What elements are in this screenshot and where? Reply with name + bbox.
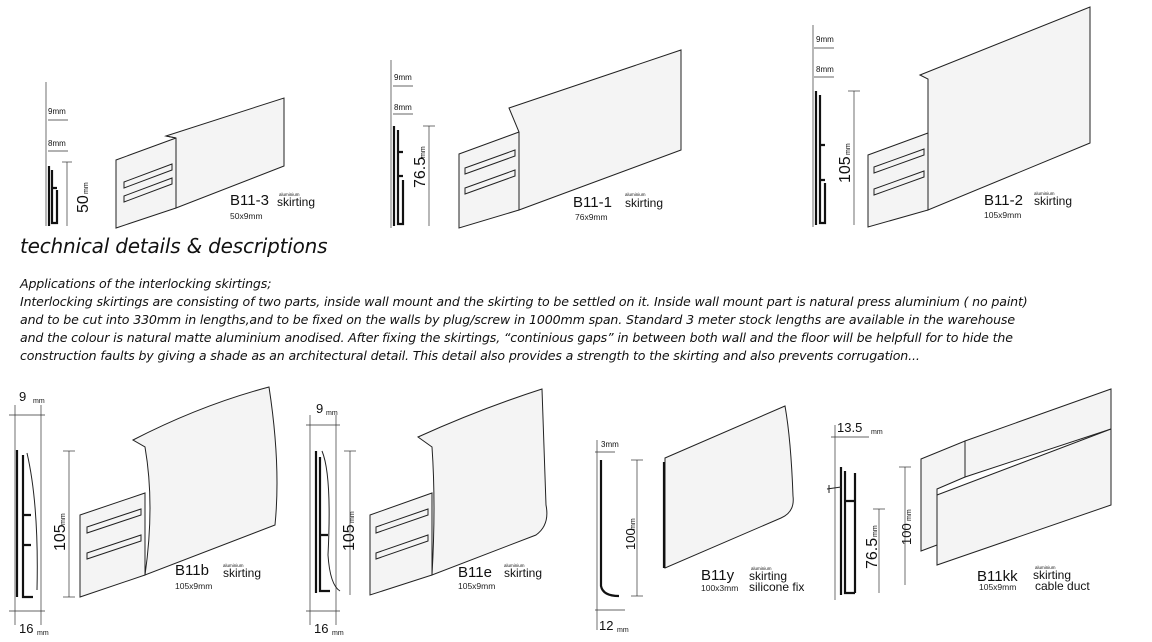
b11-2-size: 105x9mm bbox=[984, 210, 1021, 220]
b11-2-height-unit: mm bbox=[845, 143, 852, 155]
b11b-material: aluminium bbox=[223, 563, 244, 568]
b11-2-code: B11-2 bbox=[984, 192, 1023, 209]
b11-1-code: B11-1 bbox=[573, 194, 612, 211]
b11-3-height-value: 50 bbox=[75, 195, 92, 213]
b11kk-height2-value: 76.5 bbox=[864, 538, 881, 569]
b11kk-size: 105x9mm bbox=[979, 582, 1016, 592]
b11-1-illustration: 9mm 8mm 76.5 mm B11-1 aluminium skirting… bbox=[390, 49, 682, 229]
b11kk-code: B11kk bbox=[977, 568, 1018, 585]
b11-2-dim-top-b: 8mm bbox=[816, 65, 834, 74]
b11kk-top-value: 13.5 bbox=[837, 420, 862, 435]
b11y-height-unit: mm bbox=[630, 518, 637, 530]
b11-2-height-value: 105 bbox=[837, 156, 854, 183]
b11y-kind: skirting bbox=[749, 569, 787, 583]
description-line: and to be cut into 330mm in lengths,and … bbox=[20, 312, 1015, 327]
b11kk-height-value: 100 bbox=[899, 523, 914, 545]
b11e-illustration: 9 mm 105 mm 16 mm B11e aluminium skirtin… bbox=[306, 388, 548, 637]
b11-2-material: aluminium bbox=[1034, 191, 1055, 196]
b11kk-top-unit: mm bbox=[871, 429, 883, 436]
b11-1-dim-top-b: 8mm bbox=[394, 103, 412, 112]
b11y-code: B11y bbox=[701, 567, 735, 584]
b11b-bottom-value: 16 bbox=[19, 621, 33, 636]
section-heading: technical details & descriptions bbox=[20, 234, 328, 258]
b11kk-extra: cable duct bbox=[1035, 579, 1090, 593]
b11-3-code: B11-3 bbox=[230, 192, 269, 209]
b11e-height-unit: mm bbox=[349, 511, 356, 523]
description-line: and the colour is natural matte aluminiu… bbox=[20, 330, 1013, 345]
b11-3-material: aluminium bbox=[279, 192, 300, 197]
b11kk-material: aluminium bbox=[1035, 565, 1056, 570]
b11y-bottom-unit: mm bbox=[617, 627, 629, 634]
b11b-height-unit: mm bbox=[60, 513, 67, 525]
b11b-size: 105x9mm bbox=[175, 581, 212, 591]
b11-1-kind: skirting bbox=[625, 196, 663, 210]
b11y-material: aluminium bbox=[751, 566, 772, 571]
b11y-bottom-value: 12 bbox=[599, 618, 613, 633]
description-block: Applications of the interlocking skirtin… bbox=[20, 275, 1140, 365]
b11e-top-unit: mm bbox=[326, 410, 338, 417]
b11-3-dim-top-b: 8mm bbox=[48, 139, 66, 148]
b11-1-height-value: 76.5 bbox=[412, 157, 429, 188]
b11kk-height-unit: mm bbox=[906, 509, 913, 521]
b11kk-height2-unit: mm bbox=[872, 525, 879, 537]
b11-1-height-unit: mm bbox=[420, 146, 427, 158]
b11y-top-value: 3mm bbox=[601, 440, 619, 449]
b11b-bottom-unit: mm bbox=[37, 630, 49, 637]
b11e-top-value: 9 bbox=[316, 401, 323, 416]
b11e-material: aluminium bbox=[504, 563, 525, 568]
b11-3-height-unit: mm bbox=[83, 182, 90, 194]
b11b-top-value: 9 bbox=[19, 389, 26, 404]
b11-3-size: 50x9mm bbox=[230, 211, 263, 221]
b11-3-illustration: 9mm 8mm 50 mm B11-3 aluminium skirting 5… bbox=[45, 82, 315, 229]
b11-1-size: 76x9mm bbox=[575, 212, 608, 222]
b11b-top-unit: mm bbox=[33, 398, 45, 405]
b11y-illustration: 3mm 100 mm 12 mm B11y aluminium skirting… bbox=[595, 405, 804, 634]
b11e-kind: skirting bbox=[504, 566, 542, 580]
b11-1-dim-top-a: 9mm bbox=[394, 73, 412, 82]
b11e-bottom-value: 16 bbox=[314, 621, 328, 636]
b11e-bottom-unit: mm bbox=[332, 630, 344, 637]
b11y-extra: silicone fix bbox=[749, 580, 804, 594]
b11b-code: B11b bbox=[175, 562, 209, 579]
description-line: Interlocking skirtings are consisting of… bbox=[20, 294, 1028, 309]
b11b-kind: skirting bbox=[223, 566, 261, 580]
b11b-height-value: 105 bbox=[52, 524, 69, 551]
b11-3-dim-top-a: 9mm bbox=[48, 107, 66, 116]
b11kk-illustration: 13.5 mm 76.5 mm 100 mm B11kk aluminium s… bbox=[826, 388, 1112, 600]
b11-3-kind: skirting bbox=[277, 195, 315, 209]
b11e-height-value: 105 bbox=[341, 524, 358, 551]
b11-2-kind: skirting bbox=[1034, 194, 1072, 208]
b11kk-kind: skirting bbox=[1033, 568, 1071, 582]
b11-2-illustration: 9mm 8mm 105 mm B11-2 aluminium skirting … bbox=[812, 6, 1091, 228]
b11e-code: B11e bbox=[458, 564, 492, 581]
description-line: construction faults by giving a shade as… bbox=[20, 348, 920, 363]
b11-2-dim-top-a: 9mm bbox=[816, 35, 834, 44]
b11b-illustration: 9 mm 105 mm 16 mm B11b aluminium skirtin… bbox=[9, 386, 278, 637]
b11y-height-value: 100 bbox=[623, 528, 638, 550]
description-line: Applications of the interlocking skirtin… bbox=[20, 276, 272, 291]
b11e-size: 105x9mm bbox=[458, 581, 495, 591]
b11y-size: 100x3mm bbox=[701, 583, 738, 593]
b11-1-material: aluminium bbox=[625, 192, 646, 197]
